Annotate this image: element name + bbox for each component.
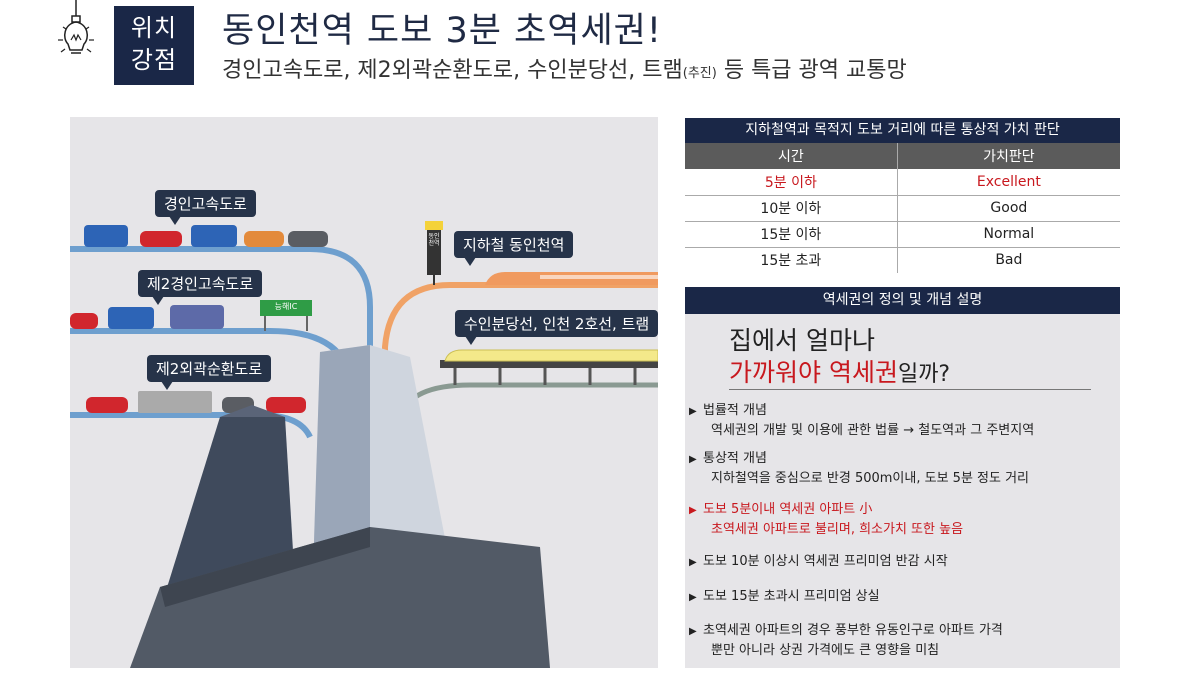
subtitle-small: (추진) [682, 66, 717, 81]
station-area-explanation: 역세권의 정의 및 개념 설명 집에서 얼마나 가까워야 역세권일까? ▶ 법률적… [685, 287, 1120, 668]
bubble-highway1: 경인고속도로 [155, 190, 256, 225]
question-line2: 가까워야 역세권일까? [729, 353, 950, 389]
question-line1: 집에서 얼마나 [729, 326, 875, 355]
question-tail: 일까? [897, 362, 951, 387]
list-item: ▶ 법률적 개념 역세권의 개발 및 이용에 관한 법률 → 철도역과 그 주변지… [689, 401, 1034, 440]
arrow-right-icon: ▶ [689, 505, 697, 516]
page-subtitle: 경인고속도로, 제2외곽순환도로, 수인분당선, 트램(추진) 등 특급 광역 … [222, 52, 907, 84]
ic-sign-label: 능해IC [274, 302, 298, 311]
badge-line1: 위치 [130, 14, 178, 42]
bubble-subway: 지하철 동인천역 [454, 231, 574, 266]
header-value: 가치판단 [896, 143, 1120, 169]
table-row: 15분 이하 Normal [685, 221, 1120, 248]
explanation-title: 역세권의 정의 및 개념 설명 [685, 287, 1120, 314]
header-time: 시간 [685, 143, 898, 169]
station-sign-label: 동인천역 [428, 233, 440, 247]
transport-map-graphic [70, 221, 658, 668]
list-item: ▶ 통상적 개념 지하철역을 중심으로 반경 500m이내, 도보 5분 정도 거… [689, 449, 1029, 488]
list-item: ▶ 도보 15분 초과시 프리미엄 상실 [689, 587, 880, 607]
bubble-rail-lines: 수인분당선, 인천 2호선, 트램 [455, 310, 658, 345]
list-item: ▶ 초역세권 아파트의 경우 풍부한 유동인구로 아파트 가격 뿐만 아니라 상권… [689, 621, 1003, 660]
arrow-right-icon: ▶ [689, 592, 697, 603]
table-title: 지하철역과 목적지 도보 거리에 따른 통상적 가치 판단 [685, 118, 1120, 143]
table-row: 15분 초과 Bad [685, 247, 1120, 273]
item-head: 도보 15분 초과시 프리미엄 상실 [703, 589, 880, 604]
question-highlight: 가까워야 역세권 [729, 358, 898, 387]
table-header-row: 시간 가치판단 [685, 143, 1120, 169]
arrow-right-icon: ▶ [689, 557, 697, 568]
question-divider [729, 389, 1091, 390]
table-row: 5분 이하 Excellent [685, 169, 1120, 196]
lightbulb-icon [58, 0, 94, 54]
item-body: 역세권의 개발 및 이용에 관한 법률 → 철도역과 그 주변지역 [711, 423, 1035, 438]
badge-line2: 강점 [130, 46, 178, 74]
cell-time: 5분 이하 [685, 169, 898, 196]
cell-time: 10분 이하 [685, 195, 898, 222]
item-head: 법률적 개념 [703, 403, 767, 418]
item-head: 통상적 개념 [703, 451, 767, 466]
arrow-right-icon: ▶ [689, 626, 697, 637]
cell-value: Bad [896, 247, 1120, 273]
page-title: 동인천역 도보 3분 초역세권! [222, 11, 662, 51]
subtitle-main: 경인고속도로, 제2외곽순환도로, 수인분당선, 트램 [222, 58, 683, 83]
table-row: 10분 이하 Good [685, 195, 1120, 222]
cell-time: 15분 초과 [760, 253, 822, 270]
item-head: 도보 10분 이상시 역세권 프리미엄 반감 시작 [703, 554, 948, 569]
list-item: ▶ 도보 10분 이상시 역세권 프리미엄 반감 시작 [689, 552, 948, 572]
cell-value: Good [896, 195, 1120, 222]
item-body: 지하철역을 중심으로 반경 500m이내, 도보 5분 정도 거리 [711, 471, 1030, 486]
cell-value: Excellent [896, 169, 1120, 196]
subtitle-tail: 등 특급 광역 교통망 [716, 58, 907, 83]
cell-time: 15분 이하 [685, 221, 898, 248]
bubble-ring-road: 제2외곽순환도로 [147, 355, 272, 390]
item-head: 도보 5분이내 역세권 아파트 小 [703, 502, 873, 517]
arrow-right-icon: ▶ [689, 454, 697, 465]
list-item: ▶ 도보 5분이내 역세권 아파트 小 초역세권 아파트로 불리며, 희소가치 또… [689, 500, 963, 539]
item-body: 뿐만 아니라 상권 가격에도 큰 영향을 미침 [711, 643, 940, 658]
item-body: 초역세권 아파트로 불리며, 희소가치 또한 높음 [711, 522, 964, 537]
location-badge: 위치 강점 [114, 6, 194, 85]
value-table: 시간 가치판단 5분 이하 Excellent 10분 이하 Good 15분 … [685, 143, 1120, 273]
cell-value: Normal [896, 221, 1120, 248]
transport-illustration: 경인고속도로 제2경인고속도로 제2외곽순환도로 지하철 동인천역 수인분당선,… [70, 117, 658, 668]
item-head: 초역세권 아파트의 경우 풍부한 유동인구로 아파트 가격 [703, 623, 1003, 638]
walking-distance-table: 지하철역과 목적지 도보 거리에 따른 통상적 가치 판단 시간 가치판단 5분… [685, 118, 1120, 273]
bubble-highway2: 제2경인고속도로 [138, 270, 263, 305]
arrow-right-icon: ▶ [689, 406, 697, 417]
